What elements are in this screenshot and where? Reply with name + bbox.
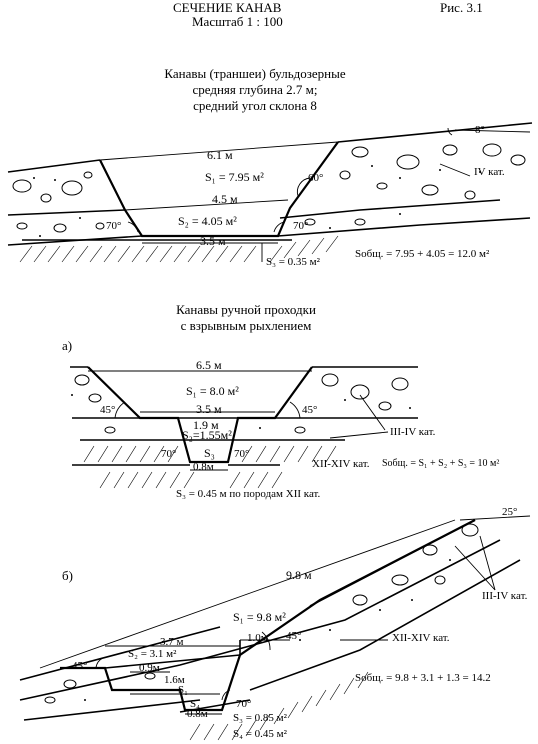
- s1-label: S₁ = 7.95 м²: [205, 170, 264, 184]
- dim-mid: [124, 199, 289, 211]
- page-title: СЕЧЕНИЕ КАНАВ: [173, 0, 282, 15]
- a-category-upper: III-IV кат.: [390, 426, 436, 438]
- b-width-16: 1.6м: [164, 674, 185, 686]
- angle70-right-label: 70°: [293, 220, 309, 232]
- a-s1-label: S₁ = 8.0 м²: [186, 384, 239, 398]
- angle70-left-label: 70°: [106, 220, 122, 232]
- section2-title-line2: с взрывным рыхлением: [180, 318, 312, 333]
- b-slope-angle-label: 25°: [502, 506, 518, 518]
- a-total-area: Sобщ. = S₁ + S₂ + S₃ = 10 м²: [382, 458, 500, 469]
- slope-b-ref: [459, 515, 531, 521]
- angle45-a-left-arc: [114, 401, 126, 419]
- rock-fragments-a: [71, 373, 411, 434]
- angle70-b-arc: [221, 689, 231, 701]
- b-category-lower: XII-XIV кат.: [392, 632, 450, 644]
- bottom-width-label: 3.5 м: [200, 234, 226, 248]
- angle70-left-arc: [127, 221, 139, 233]
- trench-bulldozer-drawing: [7, 122, 533, 263]
- b-width-37: 3.7 м: [160, 636, 184, 648]
- bedrock-hatch-b: [189, 671, 369, 741]
- variant-b-marker: б): [62, 568, 73, 583]
- b-angle45-left-label: 45°: [72, 660, 88, 672]
- a-top-width-label: 6.5 м: [196, 358, 222, 372]
- trench-manual-b-drawing: [19, 515, 531, 741]
- a-narrow-width-label: 1.9 м: [193, 418, 219, 432]
- trench-profile: [99, 141, 339, 238]
- angle70-right-arc: [273, 221, 285, 233]
- ground-surface-left: [7, 159, 101, 173]
- slope-angle-label: 8°: [475, 124, 485, 136]
- angle60-arc: [296, 177, 311, 197]
- angle45-b-right-arc: [261, 631, 271, 651]
- b-s2-label: S₂ = 3.1 м²: [128, 648, 177, 660]
- trench-manual-a-drawing: [70, 366, 418, 489]
- total-area-label: Sобщ. = 7.95 + 4.05 = 12.0 м²: [355, 248, 490, 260]
- a-category-lower: XII-XIV кат.: [312, 458, 370, 470]
- variant-a-marker: а): [62, 338, 73, 353]
- trench-a-profile: [87, 366, 313, 464]
- b-angle70-label: 70°: [236, 698, 252, 710]
- bedrock-hatch-a: [83, 445, 337, 489]
- section1-title-line2: средняя глубина 2.7 м;: [192, 82, 318, 97]
- a-s2-label: S₂=1.55м²: [182, 428, 232, 442]
- b-width-10: 1.0м: [247, 632, 268, 644]
- category-leader: [439, 163, 471, 177]
- a-angle45-right-label: 45°: [302, 404, 318, 416]
- layer-line-left: [7, 209, 126, 216]
- rock-fragments-b: [44, 523, 479, 704]
- b-total-area: Sобщ. = 9.8 + 3.1 + 1.3 = 14.2: [355, 672, 491, 684]
- cat-b-leader2: [454, 545, 496, 591]
- a-s3-note: S₃ = 0.45 м по породам XII кат.: [176, 488, 321, 500]
- cat-a-leader: [329, 431, 389, 439]
- section1-title-line3: средний угол склона 8: [193, 98, 317, 113]
- b-s4-label: S₄: [190, 698, 200, 710]
- slope-angle-arc: [447, 127, 453, 136]
- section2-title-line1: Канавы ручной проходки: [176, 302, 316, 317]
- a-angle70-right-label: 70°: [234, 448, 250, 460]
- section1-title-line1: Канавы (траншеи) бульдозерные: [164, 66, 346, 81]
- layer-line-right: [279, 199, 501, 219]
- b-s3-label: S₃ = 0.85 м²: [233, 712, 287, 724]
- cat-b-leader1: [479, 535, 496, 591]
- rock-fragments-1: [12, 143, 526, 237]
- slope-b-layer3: [249, 559, 521, 691]
- b-width-09: 0.9м: [139, 662, 160, 674]
- b-top-width-label: 9.8 м: [286, 568, 312, 582]
- bedrock-hatch-1: [19, 235, 339, 263]
- trench-b-profile: [60, 519, 476, 712]
- layer-line-right-lower: [277, 217, 531, 237]
- a-bottom-width-label: 0.8м: [193, 461, 214, 473]
- figure-number: Рис. 3.1: [440, 0, 483, 15]
- mid-width-label: 4.5 м: [212, 192, 238, 206]
- a-angle70-left-label: 70°: [161, 448, 177, 460]
- scale-label: Масштаб 1 : 100: [192, 14, 283, 29]
- a-mid-width-label: 3.5 м: [196, 402, 222, 416]
- b-s-mid-label: S₁: [178, 684, 188, 696]
- a-s3-label: S₃: [204, 446, 215, 460]
- b-angle45-right-label: 45°: [286, 630, 302, 642]
- angle45-a-right-arc: [289, 401, 301, 419]
- s3-label: S₃ = 0.35 м²: [266, 256, 320, 268]
- ground-surface-right: [337, 122, 533, 143]
- slope-ref-line: [454, 129, 531, 133]
- dim-top: [99, 141, 339, 161]
- b-bottom-width-label: 0.8м: [187, 708, 208, 720]
- top-width-label: 6.1 м: [207, 148, 233, 162]
- slope-b-layer2: [23, 699, 201, 721]
- b-s1-label: S₁ = 9.8 м²: [233, 610, 286, 624]
- s2-label: S₂ = 4.05 м²: [178, 214, 237, 228]
- b-category-upper: III-IV кат.: [482, 590, 528, 602]
- a-angle45-left-label: 45°: [100, 404, 116, 416]
- dim-b-top: [39, 519, 456, 669]
- b-s4-value: S₄ = 0.45 м²: [233, 728, 287, 740]
- category-label: IV кат.: [474, 166, 505, 178]
- angle45-b-left-arc: [95, 657, 104, 669]
- angle60-label: 60°: [308, 172, 324, 184]
- slope-b-layer1: [19, 539, 501, 701]
- slope-b-surface-left: [19, 626, 221, 681]
